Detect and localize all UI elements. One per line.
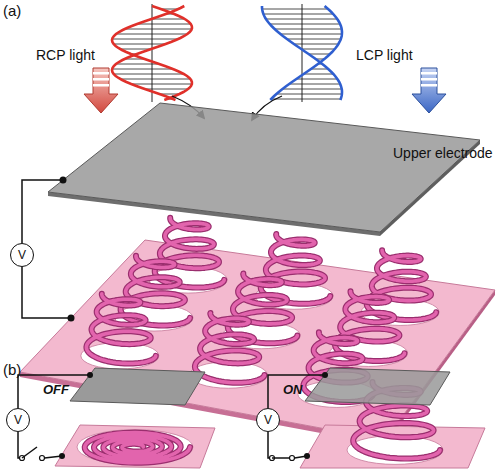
helix-rung	[131, 84, 192, 85]
voltage-source: V	[10, 243, 34, 267]
part-label: RCP light	[36, 48, 95, 63]
spring-outline	[86, 294, 155, 364]
helix-strand	[112, 6, 192, 100]
helix-rung	[137, 24, 191, 25]
source-symbol: V	[14, 413, 22, 427]
helix-strand	[270, 6, 342, 100]
spring-coil	[85, 433, 190, 463]
rcp-arrow	[84, 68, 118, 113]
contact-dot	[60, 177, 67, 184]
helix-rung	[116, 34, 187, 35]
upper-electrode	[70, 368, 205, 405]
spring-coil	[367, 250, 436, 320]
helix-rung	[112, 69, 173, 70]
helix-rung	[309, 54, 330, 55]
lcp-arrow	[412, 68, 446, 113]
helix-rung	[271, 99, 341, 100]
helix-rung	[296, 79, 337, 80]
spring-outline	[367, 250, 436, 320]
helix-rung	[294, 44, 339, 45]
switch-lever	[22, 447, 37, 458]
helix-rung	[280, 34, 342, 35]
switch-terminal	[290, 456, 295, 461]
spring-hole	[77, 430, 193, 465]
helix-rung	[112, 39, 178, 40]
helix-rung	[275, 29, 342, 30]
flat-spiral	[77, 430, 193, 465]
upper-electrode	[305, 368, 450, 405]
helix-rung	[266, 19, 337, 20]
helix-rung	[125, 29, 192, 30]
helix-rung	[287, 39, 341, 40]
part-label: Upper electrode	[393, 146, 493, 161]
part-label: (a)	[3, 3, 21, 20]
helix-rung	[289, 84, 340, 85]
spring-coil	[335, 291, 404, 361]
spring-outline	[335, 291, 404, 361]
contact-dot	[322, 372, 328, 378]
state-label: ON	[283, 383, 303, 397]
helix-strand	[112, 6, 192, 100]
voltage-source: V	[6, 408, 30, 432]
contact-dot	[59, 453, 65, 459]
switch-terminal	[40, 456, 45, 461]
helix-rung	[145, 89, 188, 90]
helix-group	[112, 4, 342, 102]
helix-rung	[116, 64, 159, 65]
helix-rung	[283, 89, 342, 90]
helix-rung	[120, 79, 190, 80]
substrate-plate	[300, 425, 485, 468]
state-label: OFF	[43, 383, 69, 397]
helix-rung	[114, 44, 166, 45]
part-label: LCP light	[356, 48, 413, 63]
contact-dot	[87, 372, 93, 378]
substrate-plate	[55, 425, 215, 468]
helix-rung	[114, 74, 184, 75]
source-symbol: V	[18, 248, 26, 262]
spring-outline	[85, 433, 190, 463]
part-label: (b)	[3, 362, 21, 379]
helix-rung	[270, 24, 340, 25]
helix-rung	[276, 94, 342, 95]
upper-electrode	[48, 103, 480, 232]
contact-dot	[68, 315, 75, 322]
source-symbol: V	[264, 413, 272, 427]
helix-rung	[263, 14, 333, 15]
helix-rung	[304, 74, 334, 75]
helix-rung	[301, 49, 335, 50]
contact-dot	[304, 453, 310, 459]
helix-strand	[262, 6, 342, 100]
spring-coil	[86, 294, 155, 364]
helix-rung	[262, 9, 328, 10]
switch-lever	[272, 457, 290, 459]
voltage-source: V	[256, 408, 280, 432]
